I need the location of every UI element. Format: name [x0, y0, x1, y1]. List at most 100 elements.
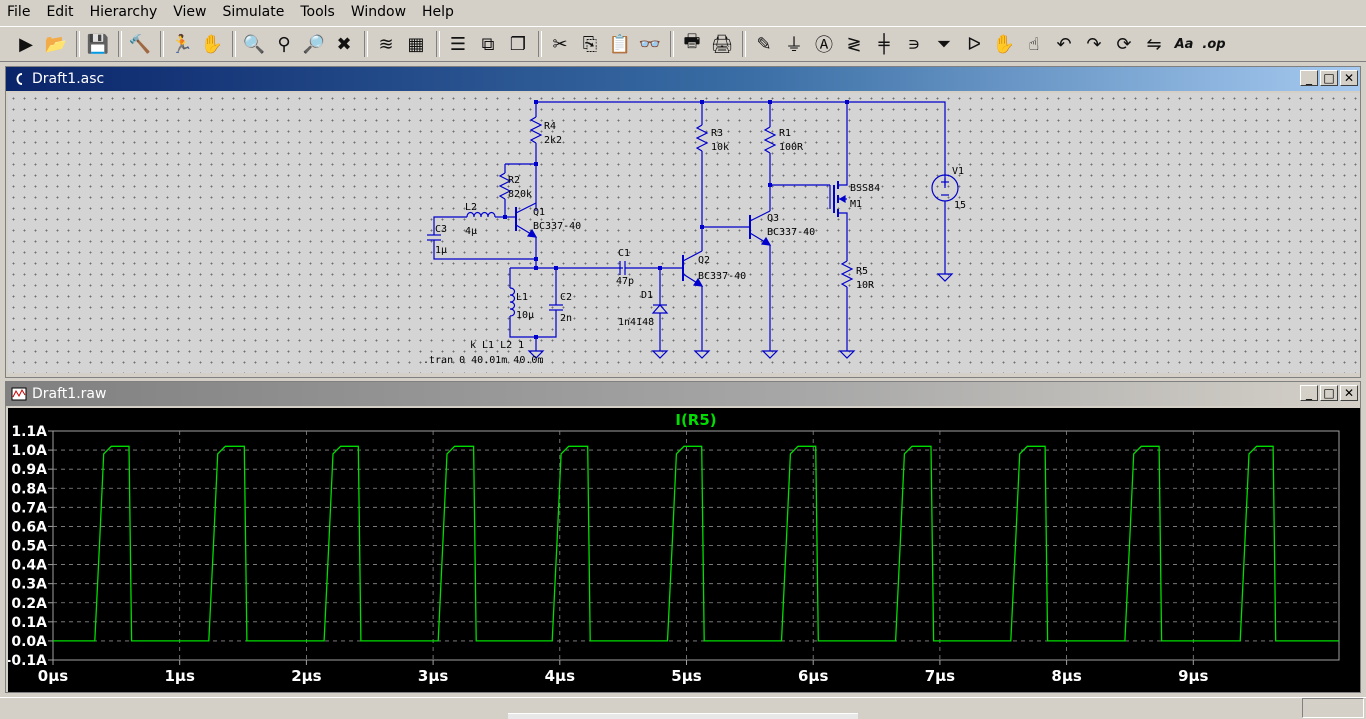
ground-icon[interactable]: ⏚ — [785, 35, 803, 56]
minimize-button[interactable]: _ — [1300, 385, 1318, 401]
toolbar-separator — [232, 31, 236, 57]
menu-window[interactable]: Window — [350, 4, 407, 20]
toolbar-separator — [670, 31, 674, 57]
y-tick-label: 0.7A — [11, 500, 47, 516]
zoom-fit-icon[interactable]: ✖ — [336, 33, 352, 55]
component-label: 10k — [711, 142, 729, 153]
toolbar-separator — [160, 31, 164, 57]
find-icon[interactable]: 👓 — [638, 33, 662, 55]
component-label: .tran 0 40.01m 40.0m — [423, 355, 543, 366]
copy-icon[interactable]: ⎘ — [582, 33, 598, 55]
move-icon[interactable]: ✋ — [992, 33, 1016, 55]
component-label: R1 — [779, 128, 791, 139]
spice-directive-icon[interactable]: .op — [1202, 36, 1226, 52]
undo-icon[interactable]: ↶ — [1056, 33, 1072, 55]
menu-simulate[interactable]: Simulate — [222, 4, 285, 20]
diode-icon[interactable]: ⏷ — [936, 33, 952, 55]
print-setup-icon[interactable]: 🖶 — [683, 31, 701, 52]
component-label: 1µ — [435, 245, 447, 256]
schematic-titlebar[interactable]: Draft1.asc _ □ ✕ — [6, 67, 1360, 91]
capacitor-icon[interactable]: ╪ — [878, 33, 890, 55]
component-label: V1 — [952, 166, 964, 177]
print-icon[interactable]: 🖨 — [710, 33, 734, 55]
component-label: Q2 — [698, 255, 710, 266]
y-tick-label: 0.6A — [11, 519, 47, 535]
menu-help[interactable]: Help — [422, 4, 454, 20]
menu-tools[interactable]: Tools — [300, 4, 335, 20]
open-icon[interactable]: 📂 — [44, 33, 68, 55]
label-net-icon[interactable]: Ⓐ — [815, 35, 833, 56]
cut-icon[interactable]: ✂ — [552, 33, 568, 55]
zoom-pan-icon[interactable]: ⚲ — [277, 33, 291, 55]
component-label: BC337-40 — [698, 271, 746, 282]
resistor-icon[interactable]: ≷ — [846, 33, 862, 55]
component-label: M1 — [850, 199, 862, 210]
zoom-out-icon[interactable]: 🔎 — [302, 33, 326, 55]
zoom-in-icon[interactable]: 🔍 — [242, 33, 266, 55]
component-label: 1n4148 — [618, 317, 654, 328]
menu-file[interactable]: File — [7, 4, 31, 20]
component-icon[interactable]: ᐅ — [967, 33, 981, 55]
y-tick-label: 0.9A — [11, 462, 47, 478]
text-icon[interactable]: Aa — [1174, 36, 1194, 52]
component-label: R3 — [711, 128, 723, 139]
redo-icon[interactable]: ↷ — [1086, 33, 1102, 55]
component-label: Q1 — [533, 207, 545, 218]
component-label: BC337-40 — [767, 227, 815, 238]
halt-icon[interactable]: ✋ — [200, 33, 224, 55]
plot-window-title: Draft1.raw — [32, 386, 107, 402]
minimize-button[interactable]: _ — [1300, 70, 1318, 86]
component-label: R5 — [856, 266, 868, 277]
component-label: C1 — [618, 248, 630, 259]
control-panel-icon[interactable]: 🔨 — [128, 33, 152, 55]
maximize-button[interactable]: □ — [1320, 385, 1338, 401]
component-label: 820k — [508, 189, 532, 200]
run-icon[interactable]: ▶ — [19, 33, 33, 55]
component-label: L2 — [465, 202, 477, 213]
component-label: k L1 L2 1 — [470, 340, 524, 351]
x-tick-label: 1µs — [164, 667, 194, 685]
tile-vertical-icon[interactable]: ⧉ — [481, 33, 495, 55]
close-button[interactable]: ✕ — [1340, 70, 1358, 86]
status-cell — [1302, 698, 1364, 718]
x-tick-label: 8µs — [1051, 667, 1081, 685]
y-tick-label: -0.1A — [8, 653, 47, 669]
x-tick-label: 2µs — [291, 667, 321, 685]
mirror-icon[interactable]: ⇋ — [1146, 33, 1162, 55]
x-tick-label: 7µs — [925, 667, 955, 685]
plot-titlebar[interactable]: Draft1.raw _ □ ✕ — [6, 382, 1360, 406]
component-label: 15 — [954, 200, 966, 211]
menu-bar: File Edit Hierarchy View Simulate Tools Window… — [0, 0, 1366, 24]
y-tick-label: 0.5A — [11, 539, 47, 555]
schematic-window: Draft1.asc _ □ ✕ — [5, 66, 1361, 378]
menu-edit[interactable]: Edit — [46, 4, 74, 20]
save-icon[interactable]: 💾 — [86, 33, 110, 55]
paste-icon[interactable]: 📋 — [608, 33, 632, 55]
status-panel — [508, 713, 858, 719]
component-label: D1 — [641, 290, 653, 301]
menu-hierarchy[interactable]: Hierarchy — [89, 4, 158, 20]
x-tick-label: 0µs — [38, 667, 68, 685]
drag-icon[interactable]: ☝ — [1028, 33, 1040, 55]
rotate-icon[interactable]: ⟳ — [1116, 33, 1132, 55]
status-bar — [0, 697, 1366, 719]
waveform-icon — [10, 385, 28, 403]
draw-wire-icon[interactable]: ✎ — [756, 33, 772, 55]
component-label: 2k2 — [544, 135, 562, 146]
tile-horizontal-icon[interactable]: ☰ — [449, 33, 467, 55]
menu-view[interactable]: View — [173, 4, 207, 20]
cascade-icon[interactable]: ❐ — [509, 33, 527, 55]
toolbar-separator — [436, 31, 440, 57]
component-label: C2 — [560, 292, 572, 303]
component-label: 10µ — [516, 310, 534, 321]
waveform-icon[interactable]: ≋ — [378, 33, 394, 55]
maximize-button[interactable]: □ — [1320, 70, 1338, 86]
inductor-icon[interactable]: ∍ — [907, 33, 921, 55]
toolbar-separator — [118, 31, 122, 57]
waveform-chart: 1.1A1.0A0.9A0.8A0.7A0.6A0.5A0.4A0.3A0.2A… — [8, 411, 1340, 685]
grid-icon[interactable]: ▦ — [407, 33, 425, 55]
run-simulation-icon[interactable]: 🏃 — [170, 33, 194, 55]
close-button[interactable]: ✕ — [1340, 385, 1358, 401]
